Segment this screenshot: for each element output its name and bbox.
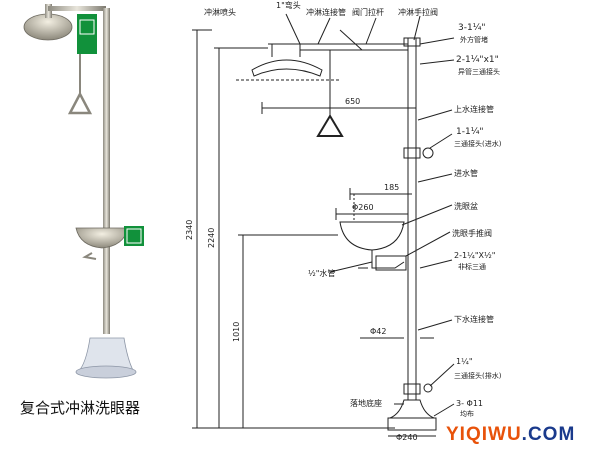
dim-2240: 2240: [207, 228, 216, 248]
label-spec-2-1-4x1-2: 2-1¼"X½": [454, 251, 495, 260]
label-spec-1-1-4: 1-1¼": [456, 127, 484, 137]
watermark-logo: YIQIWU.COM: [446, 424, 575, 446]
label-upper-pipe: 上水连接管: [454, 104, 494, 114]
dim-650: 650: [345, 97, 360, 106]
label-outer-thread: 外方管堵: [460, 35, 488, 44]
label-spec-2-1-4x1: 2-1¼"x1": [456, 55, 499, 65]
label-half-pipe: ½"水管: [308, 268, 335, 278]
product-photo: [23, 4, 144, 379]
dim-phi42: Φ42: [370, 327, 386, 336]
label-inlet-pipe: 进水管: [454, 168, 478, 178]
label-valve-rod: 阀门拉杆: [352, 7, 384, 17]
label-hand-pull: 冲淋手拉阀: [398, 7, 438, 17]
photo-caption: 复合式冲淋洗眼器: [20, 399, 141, 417]
label-evenly: 均布: [460, 409, 474, 418]
label-shower-conn: 冲淋连接管: [306, 7, 346, 17]
label-push-valve: 洗眼手推阀: [452, 228, 492, 238]
dim-phi240: Φ240: [396, 433, 418, 442]
label-reducer-tee: 异管三通接头: [458, 67, 500, 76]
photo-arm: [48, 6, 106, 11]
label-spec-3-1-4: 3-1¼": [458, 23, 486, 33]
dim-2340: 2340: [185, 220, 194, 240]
label-top-spec: 1"弯头: [276, 0, 301, 10]
dim-phi260: Φ260: [352, 203, 374, 212]
label-shower-head: 冲淋喷头: [204, 7, 236, 17]
label-non-std-tee: 非标三通: [458, 262, 486, 271]
label-spec-3-phi11: 3- Φ11: [456, 399, 483, 408]
diagram-shower-head: [251, 59, 323, 77]
diagram-push-valve: [375, 255, 407, 271]
diagram-pull-triangle: [316, 114, 344, 137]
dim-185: 185: [384, 183, 399, 192]
diagram-floor-base: [389, 399, 435, 419]
label-tee-drain: 三通接头(排水): [454, 371, 502, 380]
diagram-eyewash-bowl: [339, 221, 405, 251]
watermark-text: YIQIWU.COM: [446, 424, 576, 445]
label-lower-pipe: 下水连接管: [454, 314, 494, 324]
photo-bowl-sign: [124, 226, 144, 246]
label-spec-1-1-4-b: 1¼": [456, 357, 473, 366]
label-floor-base: 落地底座: [350, 398, 382, 408]
photo-vertical-pipe: [103, 8, 110, 334]
photo-pull-triangle: [67, 91, 93, 115]
label-eyewash-bowl: 洗眼盆: [454, 201, 478, 211]
label-tee-inlet: 三通接头(进水): [454, 139, 502, 148]
dim-1010: 1010: [232, 322, 241, 342]
